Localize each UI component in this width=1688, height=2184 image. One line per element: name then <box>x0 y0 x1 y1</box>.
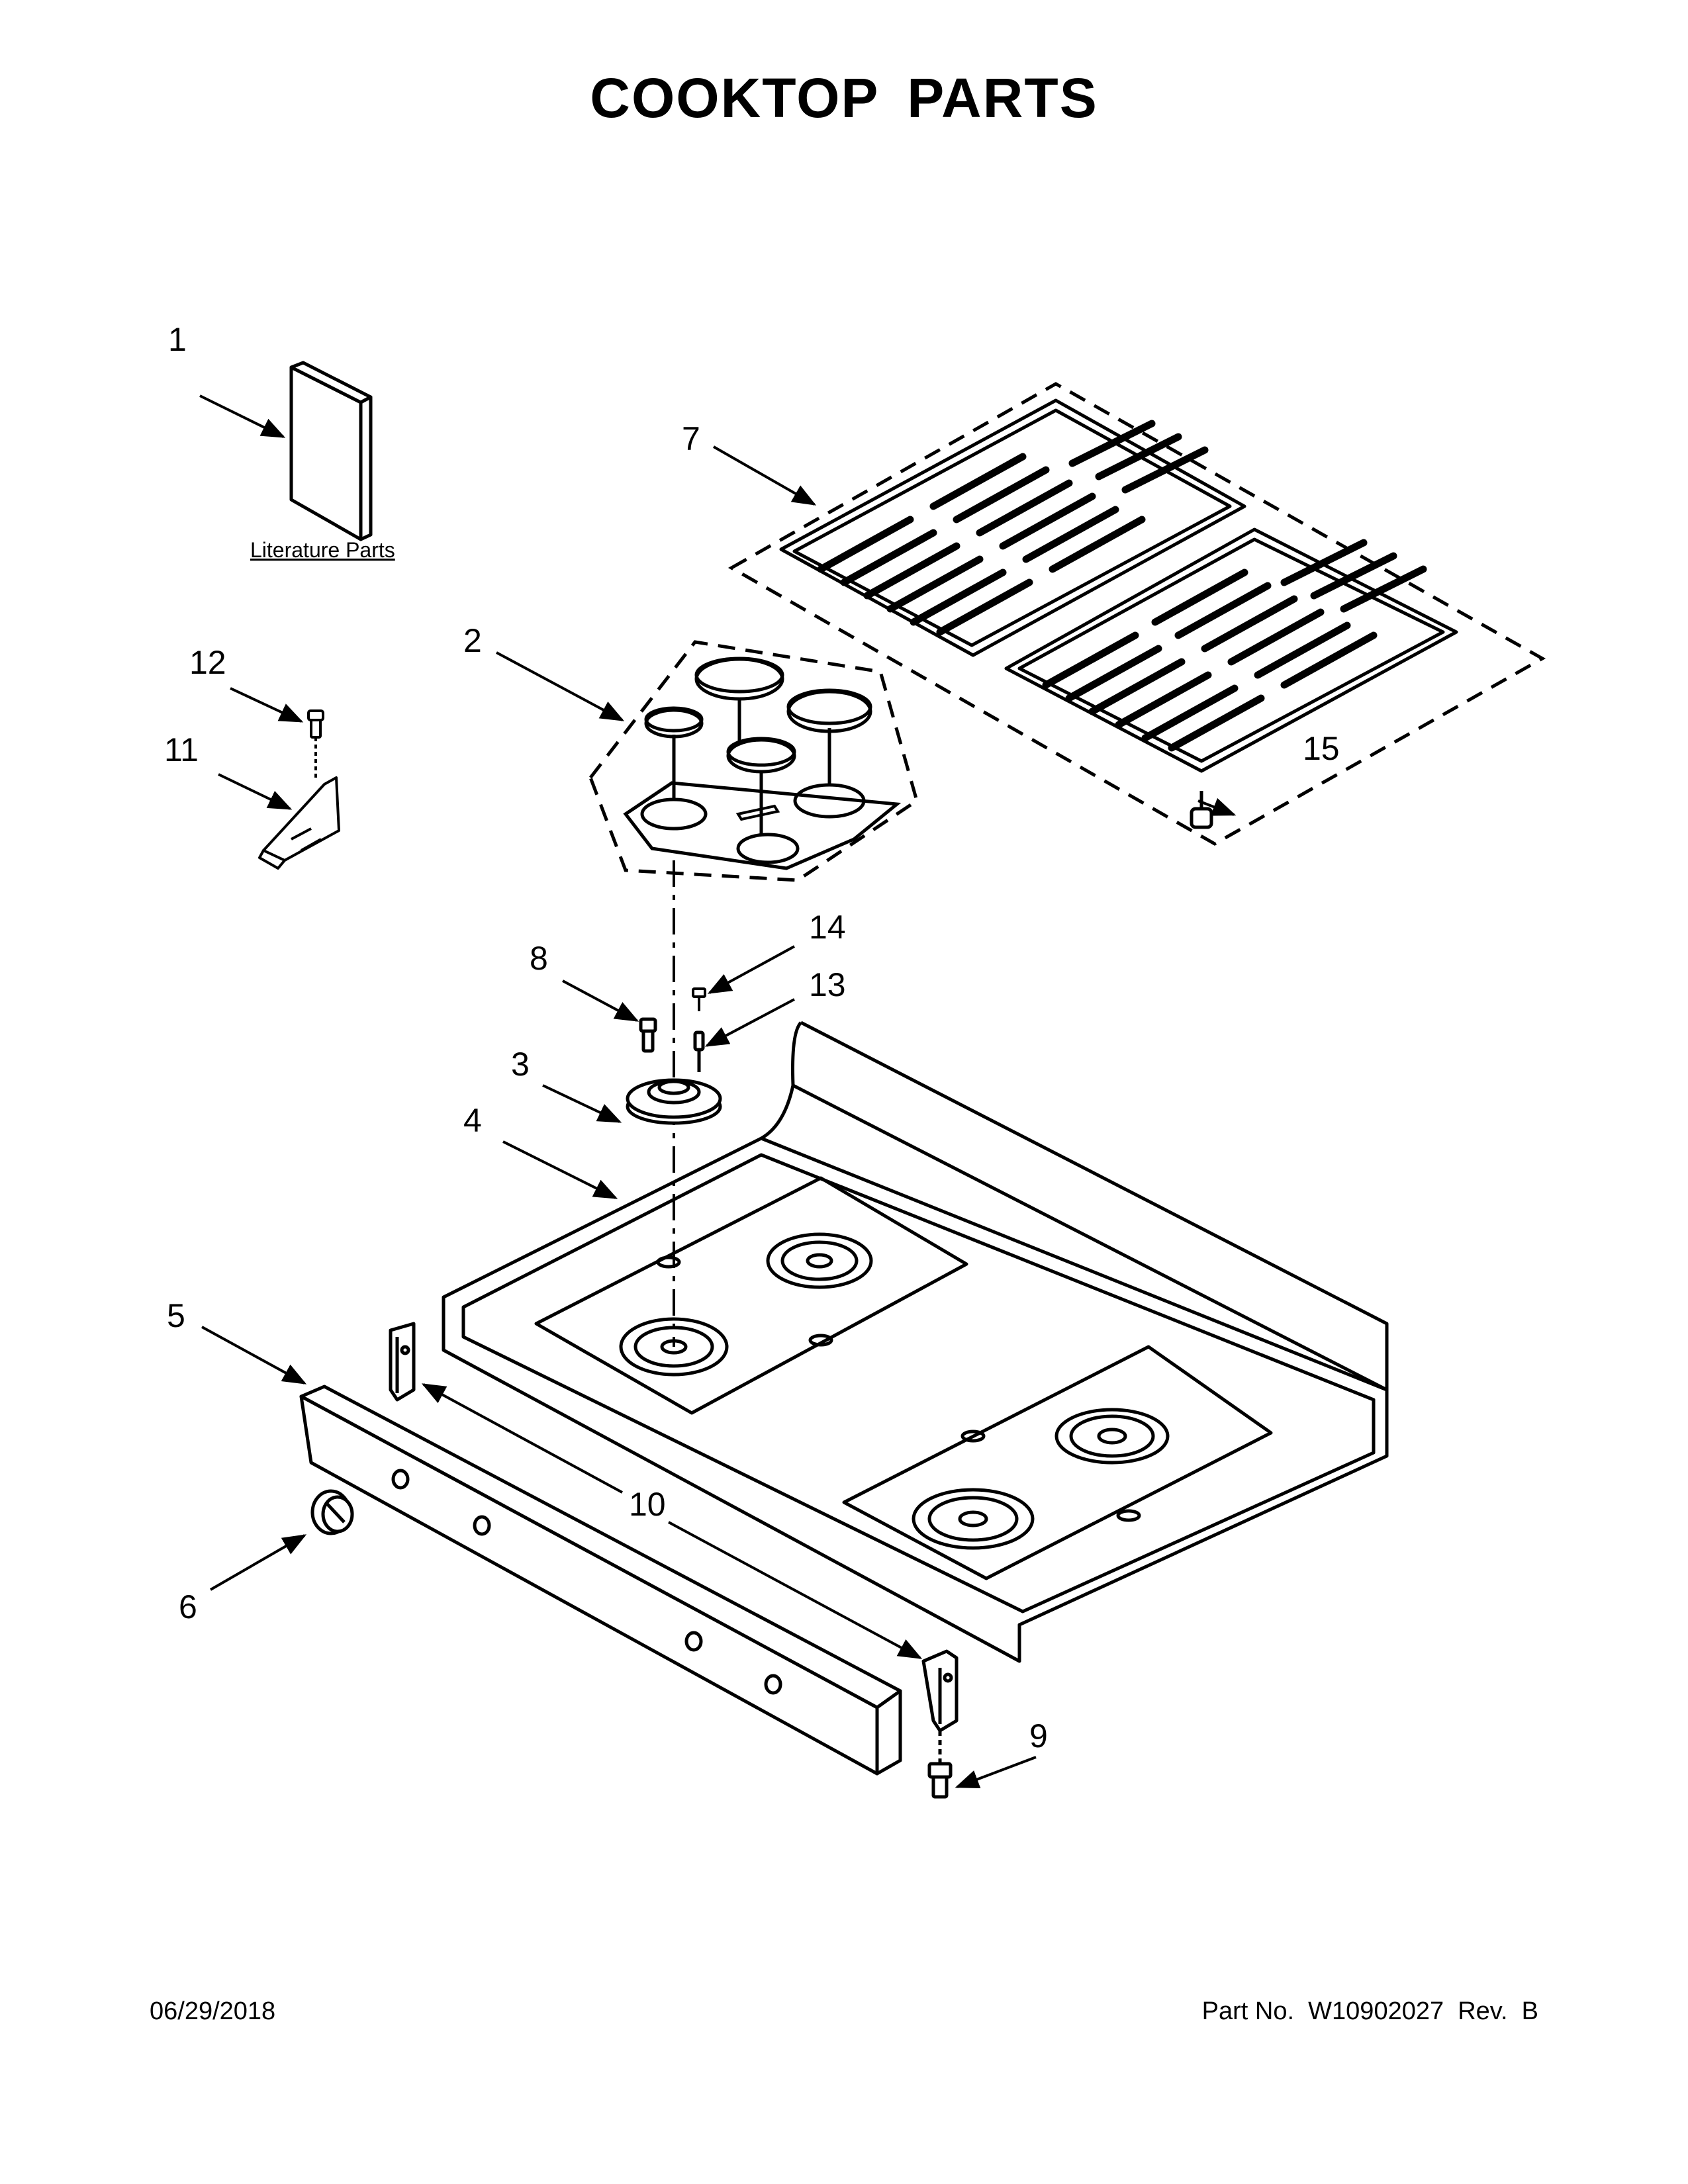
manifold-bracket-right[interactable] <box>921 1649 959 1733</box>
footer-part-number: Part No. W10902027 Rev. B <box>1201 1997 1538 2025</box>
callout-10: 10 <box>629 1486 666 1523</box>
anti-tip-screw[interactable] <box>307 709 324 781</box>
callout-15: 15 <box>1303 730 1340 767</box>
literature-book[interactable] <box>289 361 373 541</box>
surface-burner[interactable] <box>626 1078 722 1125</box>
burner-grates[interactable] <box>727 382 1546 846</box>
footer-date: 06/29/2018 <box>150 1997 276 2025</box>
callout-13: 13 <box>809 966 846 1003</box>
callout-3: 3 <box>511 1046 530 1083</box>
manifold-bracket-left[interactable] <box>389 1322 416 1402</box>
literature-parts-label: Literature Parts <box>250 538 395 562</box>
callout-11: 11 <box>164 731 199 768</box>
burner-caps-set[interactable] <box>588 640 919 882</box>
control-knob[interactable] <box>310 1489 354 1535</box>
callout-14: 14 <box>809 909 846 946</box>
page-title: COOKTOP PARTS <box>590 67 1098 129</box>
main-cooktop[interactable] <box>442 1021 1389 1663</box>
callout-8: 8 <box>530 940 548 977</box>
callout-5: 5 <box>167 1297 185 1334</box>
callout-labels: 1 7 2 15 12 11 8 14 13 3 4 5 6 10 9 <box>164 321 1340 1754</box>
callout-2: 2 <box>463 622 482 659</box>
callout-7: 7 <box>682 420 700 457</box>
bracket-screw[interactable] <box>927 1731 953 1799</box>
callout-4: 4 <box>463 1102 482 1139</box>
anti-tip-bracket[interactable] <box>258 776 340 870</box>
spark-igniter[interactable] <box>693 1030 705 1072</box>
callout-9: 9 <box>1029 1717 1048 1754</box>
callout-1: 1 <box>168 321 187 358</box>
grate-foot[interactable] <box>1190 791 1213 829</box>
callout-arrows <box>199 394 1237 1789</box>
igniter-screw[interactable] <box>692 987 706 1011</box>
callout-6: 6 <box>179 1588 197 1625</box>
burner-orifice[interactable] <box>639 1017 657 1053</box>
callout-12: 12 <box>189 644 226 681</box>
manifold-panel[interactable] <box>299 1385 902 1776</box>
